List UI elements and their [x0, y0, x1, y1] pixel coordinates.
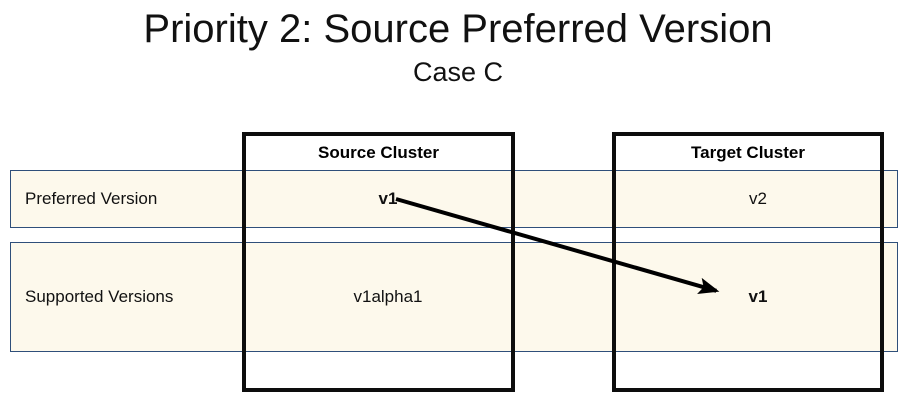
page-title: Priority 2: Source Preferred Version: [143, 7, 773, 51]
table-row-preferred-version: Preferred Version v1 v2: [10, 170, 898, 228]
cell-target-supported-versions: v1: [748, 287, 768, 306]
cell-source-supported-versions: v1alpha1: [353, 287, 423, 306]
cell-target-preferred-version: v2: [749, 189, 767, 208]
row-label-supported-versions: Supported Versions: [25, 287, 174, 306]
row-label-preferred-version: Preferred Version: [25, 189, 158, 208]
target-cluster-header: Target Cluster: [691, 143, 805, 162]
table-row-supported-versions: Supported Versions v1alpha1 v1: [10, 242, 898, 352]
cell-source-preferred-version: v1: [378, 189, 398, 208]
source-cluster-header: Source Cluster: [318, 143, 439, 162]
page-subtitle: Case C: [412, 57, 504, 87]
